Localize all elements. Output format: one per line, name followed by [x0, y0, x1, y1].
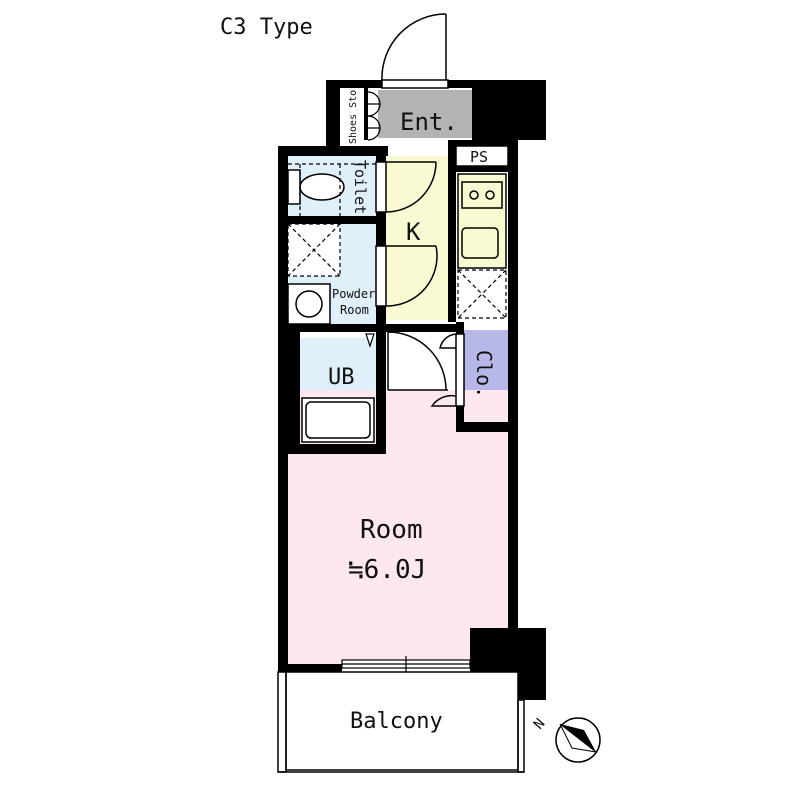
- compass: N: [531, 716, 601, 763]
- washer-space: [287, 223, 341, 277]
- main-room-size-label: ≒6.0J: [348, 555, 426, 585]
- balcony-window[interactable]: [341, 656, 471, 672]
- powder-room-label-2: Room: [340, 303, 369, 317]
- plan-type-label: C3 Type: [220, 15, 313, 40]
- toilet-label: Toilet: [351, 160, 369, 214]
- toilet-door[interactable]: [375, 161, 437, 213]
- bathtub: [301, 397, 375, 443]
- entrance-door[interactable]: [381, 13, 449, 89]
- powder-room-label-1: Powder: [332, 287, 375, 301]
- pipe-space-box: [455, 145, 509, 167]
- fridge-space: [457, 269, 507, 319]
- closet-label: Clo.: [472, 350, 496, 398]
- entrance-label: Ent.: [400, 108, 458, 136]
- washbasin: [287, 283, 331, 325]
- unit-bath-label: UB: [328, 365, 355, 390]
- kitchen-counter: [457, 173, 507, 269]
- shoes-storage-area: [341, 90, 363, 146]
- shoes-storage-label: Shoes Sto.: [348, 84, 359, 144]
- powder-room-door[interactable]: [375, 245, 438, 307]
- pipe-space-label: PS: [470, 148, 488, 166]
- shoes-storage-doors: [367, 91, 381, 141]
- closet-door[interactable]: [430, 333, 465, 407]
- walls: [278, 80, 546, 700]
- ub-door-marker: [365, 333, 375, 348]
- balcony-label: Balcony: [350, 709, 443, 734]
- entrance-area: [378, 90, 472, 138]
- room-door[interactable]: [387, 331, 448, 391]
- kitchen-area: [386, 156, 456, 320]
- compass-north-label: N: [531, 716, 549, 733]
- kitchen-label: K: [406, 218, 421, 246]
- hall-area: [386, 328, 456, 390]
- balcony: [277, 671, 525, 773]
- toilet-dashed: [288, 163, 376, 216]
- main-room-label: Room: [360, 515, 423, 545]
